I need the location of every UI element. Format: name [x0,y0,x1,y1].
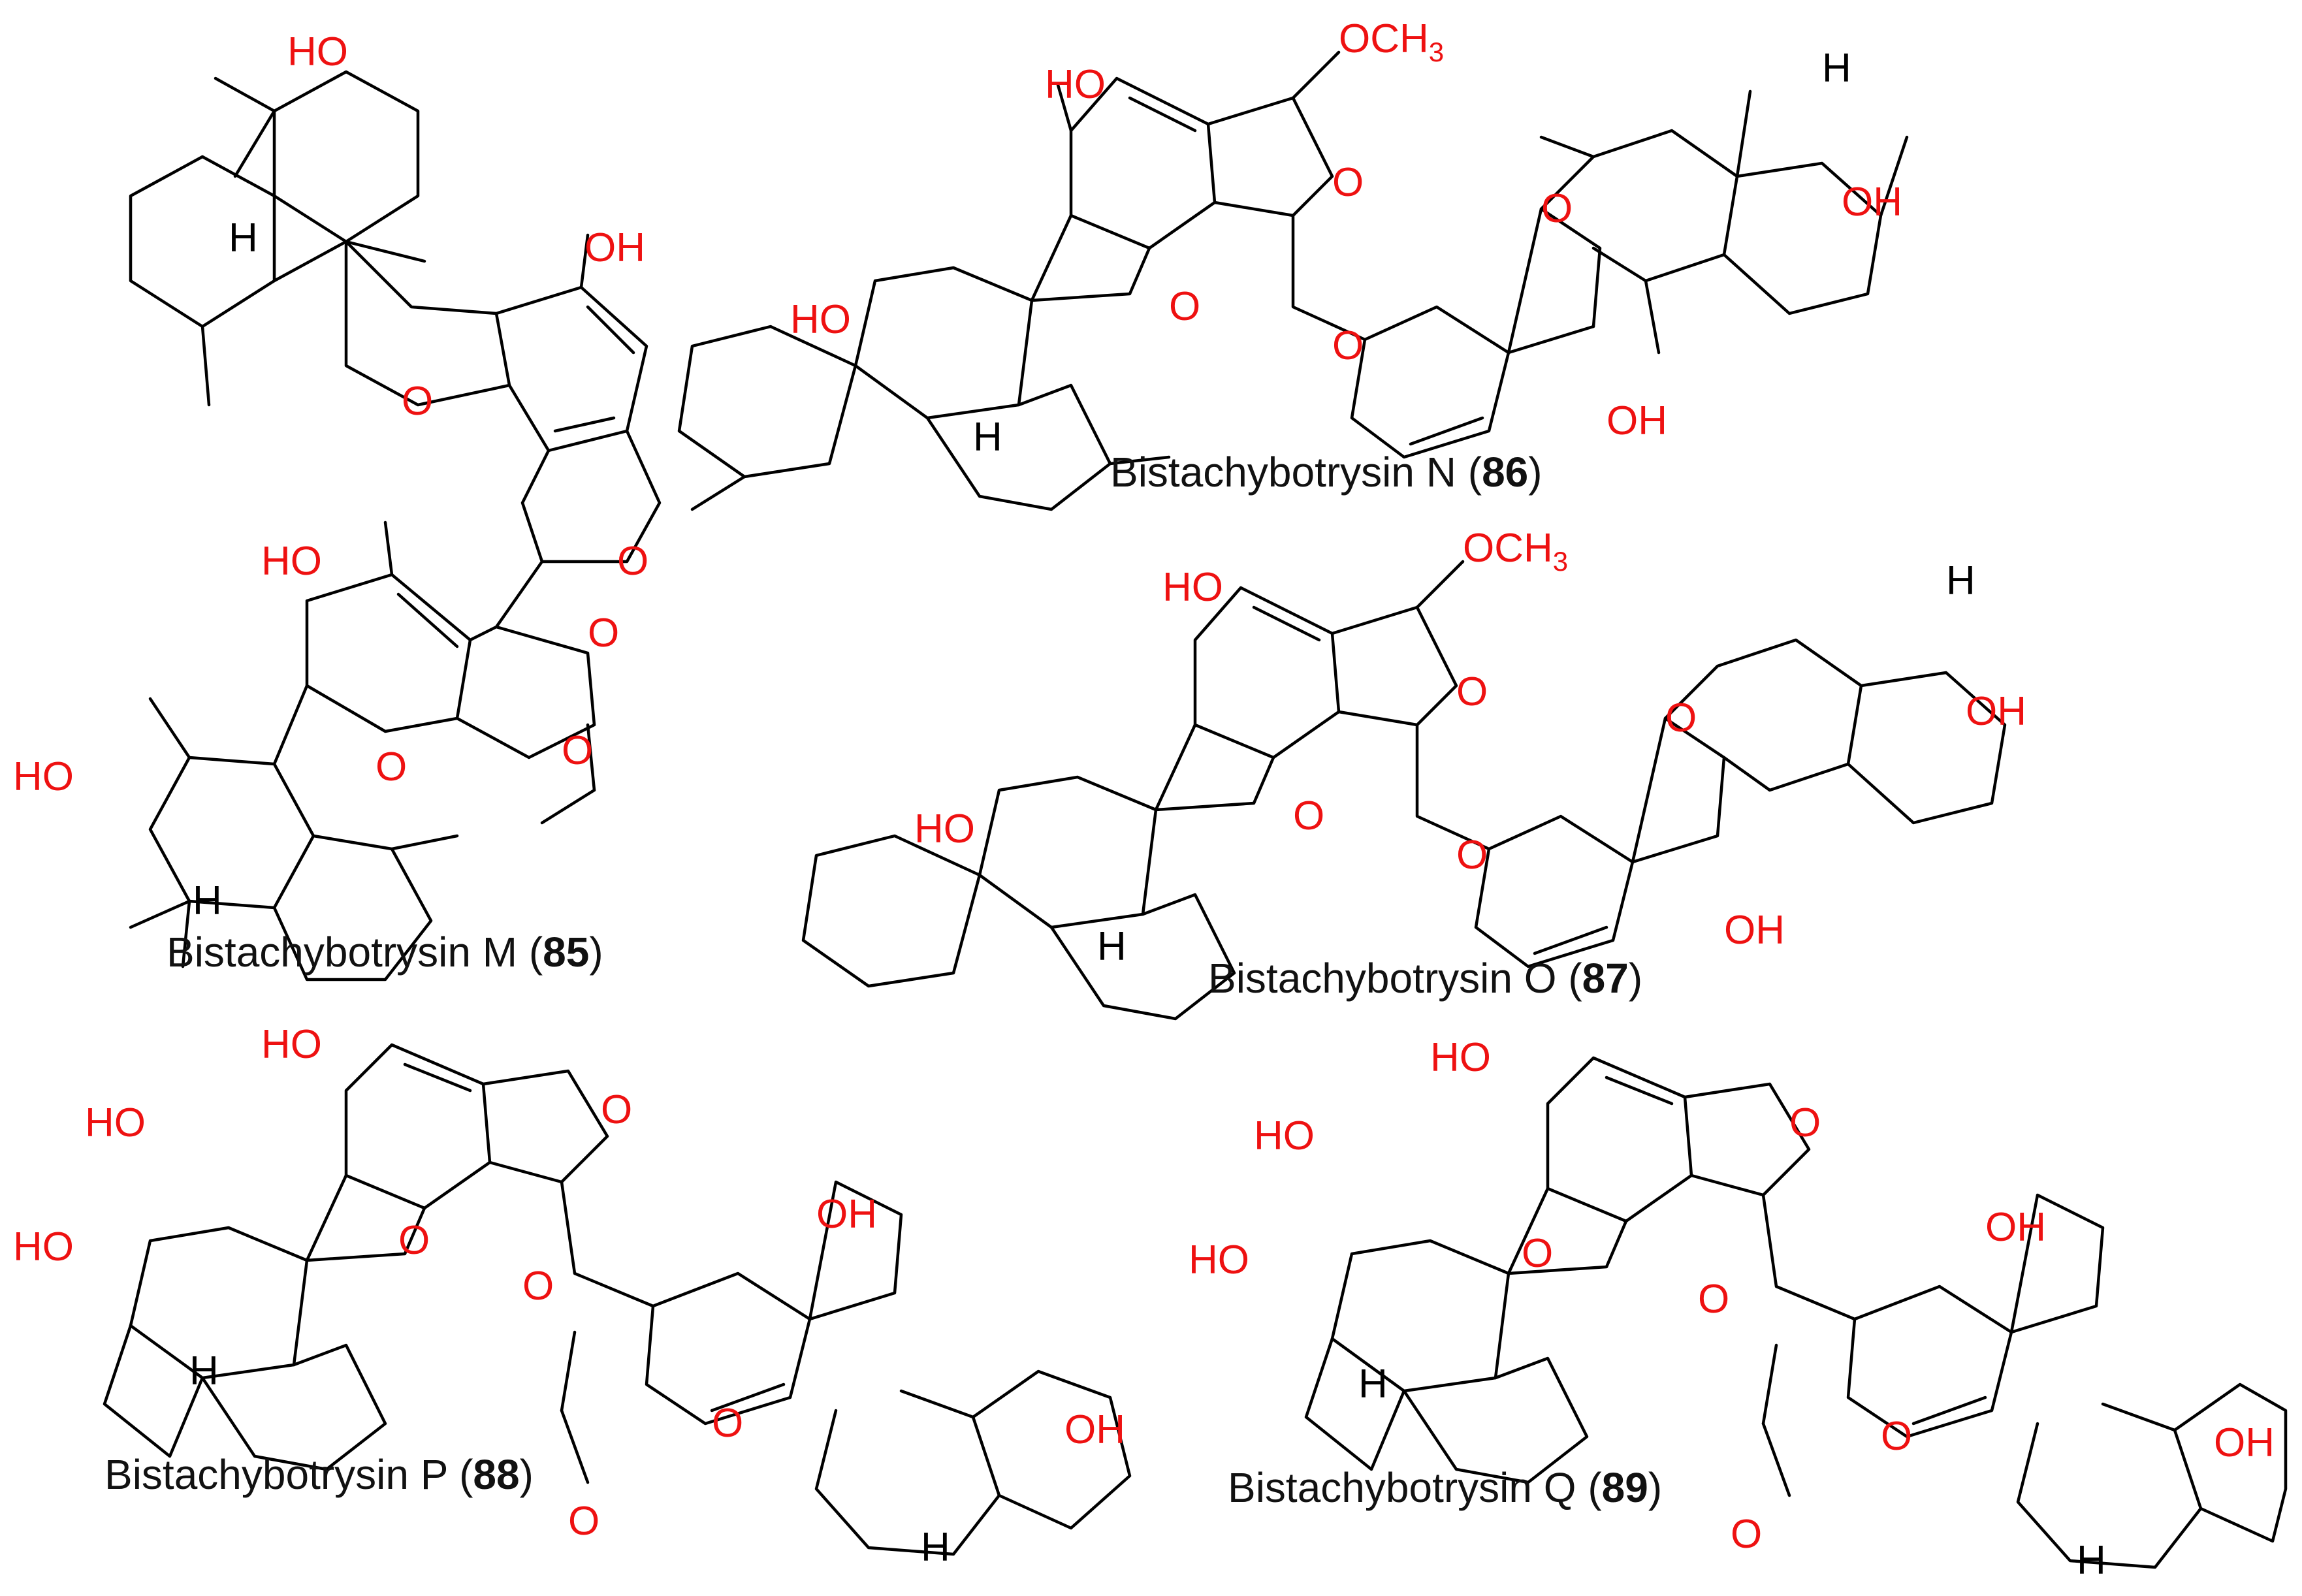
atom-label: OH [1842,180,1902,225]
atom-label: O [1332,160,1364,205]
atom-label: HO [85,1100,146,1145]
atom-label: HO [261,539,322,584]
atom-label: OH [1064,1407,1125,1452]
atom-label: OH [584,225,645,270]
atom-label: O [568,1499,599,1544]
atom-label: HO [261,1022,322,1067]
atom-label: H [1822,46,1851,91]
caption-bistachybotrysin-n: Bistachybotrysin N (86) [1110,449,1543,496]
structure-bistachybotrysin-n: HO OCH3 O O O O HO OH OH H H Bistachybot… [677,16,1909,511]
atom-label: H [189,1349,219,1394]
atom-label: H [193,878,222,923]
caption-bistachybotrysin-o: Bistachybotrysin O (87) [1208,955,1642,1002]
atom-label: H [973,415,1002,460]
atom-label: O [1789,1100,1821,1145]
atom-label: O [712,1401,743,1446]
atom-label: HO [13,754,74,799]
atom-label: O [562,728,593,773]
atom-label: HO [1189,1237,1249,1283]
atom-label: OH [2214,1420,2275,1465]
atom-label: O [588,611,619,656]
atom-label: O [1332,323,1364,368]
atom-label: O [1522,1231,1553,1276]
structure-bistachybotrysin-q: HO HO HO O O O OH O O OH H H Bistachybot… [1189,1035,2288,1583]
structure-bistachybotrysin-o: HO OCH3 O O O O HO OH OH H H Bistachybot… [801,526,2026,1021]
caption-bistachybotrysin-p: Bistachybotrysin P (88) [104,1451,534,1498]
atom-label: O [1731,1512,1762,1557]
atom-label: HO [1430,1035,1491,1080]
atom-label: OH [1985,1205,2046,1250]
atom-label: O [1665,695,1697,741]
atom-label: O [1169,284,1200,329]
structure-bistachybotrysin-m: HO H OH O O HO O O O HO H Bistachybotrys… [13,29,662,982]
atom-label: H [1358,1362,1388,1407]
atom-label: H [2077,1538,2106,1583]
caption-bistachybotrysin-m: Bistachybotrysin M (85) [167,929,603,976]
atom-label: HO [287,29,348,74]
structure-bistachybotrysin-p: HO HO HO O O O OH O O OH H H Bistachybot… [13,1022,1132,1570]
atom-label: OH [1607,398,1667,443]
atom-label: O [376,744,407,790]
atom-label: OH [1724,908,1785,953]
atom-label: OH [1966,689,2026,734]
atom-label: H [1097,924,1127,969]
atom-label: H [921,1525,950,1570]
atom-label: O [398,1218,430,1263]
atom-label: O [601,1087,632,1132]
atom-label: HO [1045,62,1106,107]
atom-label: HO [13,1224,74,1269]
atom-label: OH [816,1192,877,1237]
atom-label: HO [914,806,975,852]
atom-label: O [1881,1414,1912,1459]
atom-label: O [1541,186,1573,231]
atom-label: O [1456,833,1488,878]
atom-label: OCH3 [1339,16,1444,67]
atom-label: HO [1254,1113,1315,1158]
atom-label: OCH3 [1463,526,1568,577]
atom-label: O [1698,1277,1729,1322]
atom-label: O [522,1264,554,1309]
atom-label: O [402,379,433,424]
atom-label: O [1293,793,1324,838]
atom-label: H [1946,558,1975,603]
atom-label: O [1456,669,1488,714]
atom-label: O [617,539,648,584]
atom-label: HO [1162,565,1223,610]
caption-bistachybotrysin-q: Bistachybotrysin Q (89) [1228,1464,1662,1511]
atom-label: H [229,215,258,261]
atom-label: HO [790,297,851,342]
